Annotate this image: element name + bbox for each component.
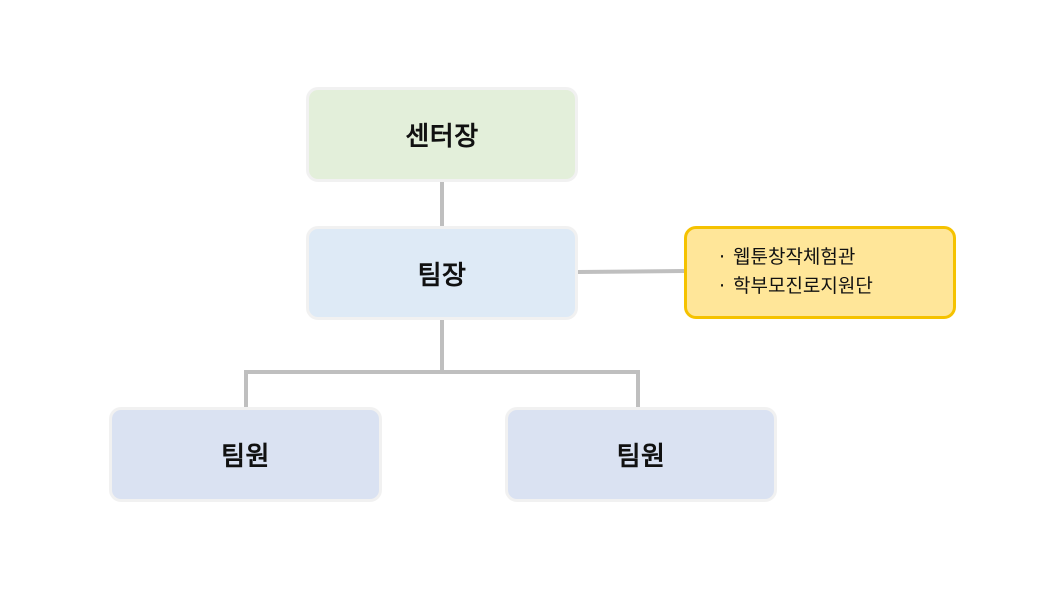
note-box: · 웹툰창작체험관 · 학부모진로지원단 [684,226,956,319]
node-director: 센터장 [306,87,578,182]
note-item-label: 웹툰창작체험관 [733,246,856,268]
note-list: · 웹툰창작체험관 · 학부모진로지원단 [719,243,953,301]
node-team-leader: 팀장 [306,226,578,320]
bullet-icon: · [719,275,726,297]
bullet-icon: · [719,246,726,268]
node-team-member-1-label: 팀원 [221,442,270,472]
node-team-member-2-label: 팀원 [616,442,666,472]
node-team-member-2: 팀원 [505,407,777,502]
node-team-member-1: 팀원 [109,407,382,502]
note-item: · 웹툰창작체험관 [719,243,953,272]
note-item: · 학부모진로지원단 [719,272,953,301]
node-director-label: 센터장 [405,122,479,152]
note-item-label: 학부모진로지원단 [733,275,873,297]
connector-leader-note [577,269,685,274]
node-team-leader-label: 팀장 [417,260,467,291]
